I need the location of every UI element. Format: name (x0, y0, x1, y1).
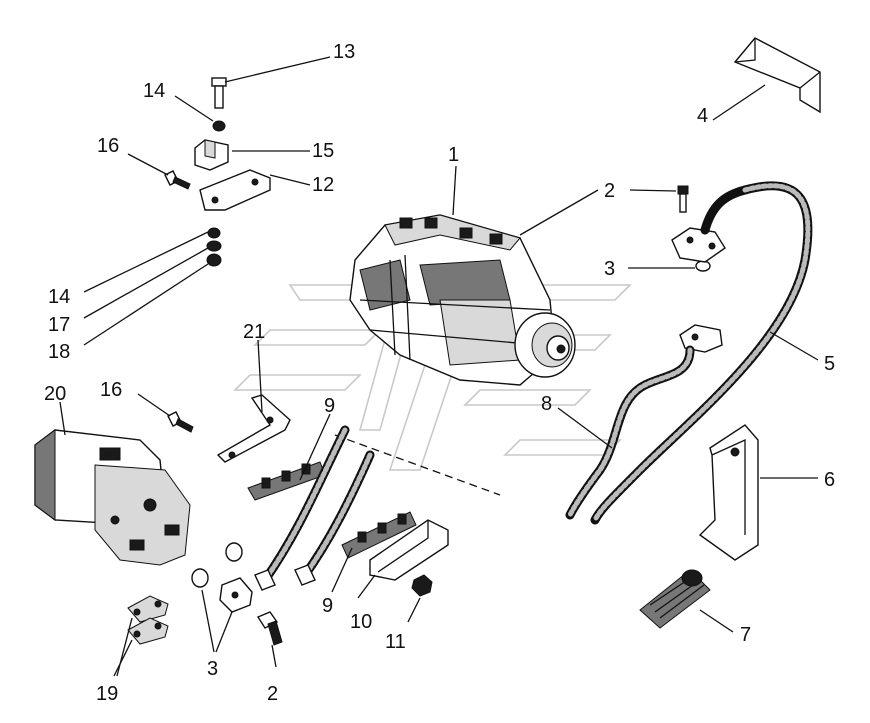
bolt-16-lower (167, 411, 194, 433)
callout-2-upper: 2 (604, 180, 615, 202)
callout-12: 12 (312, 174, 334, 196)
bracket-10 (369, 519, 449, 581)
flange (219, 577, 253, 613)
o-ring-3-right (225, 542, 243, 562)
callout-10: 10 (350, 611, 372, 633)
callout-13: 13 (333, 41, 355, 63)
bolt-2-upper (677, 185, 689, 213)
callout-14-lower: 14 (48, 286, 70, 308)
callout-16-upper: 16 (97, 135, 119, 157)
hydraulic-pump-1 (349, 214, 576, 386)
filter-7 (639, 569, 711, 629)
leader-lines (59, 56, 819, 677)
callout-16-lower: 16 (100, 379, 122, 401)
hose-8 (565, 324, 723, 520)
bolt-13 (211, 77, 227, 109)
callout-20: 20 (44, 383, 66, 405)
callout-9-upper: 9 (324, 395, 335, 417)
callout-3-lower: 3 (207, 658, 218, 680)
guard-6 (698, 424, 759, 561)
callout-2-lower: 2 (267, 683, 278, 705)
callout-7: 7 (740, 624, 751, 646)
callout-1: 1 (448, 144, 459, 166)
callout-19: 19 (96, 683, 118, 705)
callout-18: 18 (48, 341, 70, 363)
callout-4: 4 (697, 105, 708, 127)
callout-21: 21 (243, 321, 265, 343)
centerline (334, 434, 501, 496)
cover-4 (733, 37, 821, 114)
bracket-15 (194, 139, 229, 171)
callout-5: 5 (824, 353, 835, 375)
hose-5 (590, 181, 813, 525)
o-ring-3-left (191, 568, 209, 588)
washer-stack (206, 227, 222, 267)
callout-9-lower: 9 (322, 595, 333, 617)
callout-15: 15 (312, 140, 334, 162)
bolt-16-upper (164, 170, 191, 190)
washer-14-top (212, 120, 226, 132)
callout-11: 11 (385, 631, 406, 653)
bracket-21 (216, 394, 291, 463)
hydraulic-motor-20 (34, 429, 191, 566)
clamp-9-lower (341, 511, 417, 559)
callout-14-top: 14 (143, 80, 165, 102)
callout-3-upper: 3 (604, 258, 615, 280)
hose-short-pair (254, 425, 375, 591)
o-ring-3-upper (695, 260, 711, 272)
callout-17: 17 (48, 314, 70, 336)
nut-11 (411, 574, 433, 597)
clamp-19 (127, 595, 169, 645)
callout-8: 8 (541, 393, 552, 415)
callout-6: 6 (824, 469, 835, 491)
plate-12 (199, 169, 271, 211)
bolt-2-lower (256, 611, 283, 646)
